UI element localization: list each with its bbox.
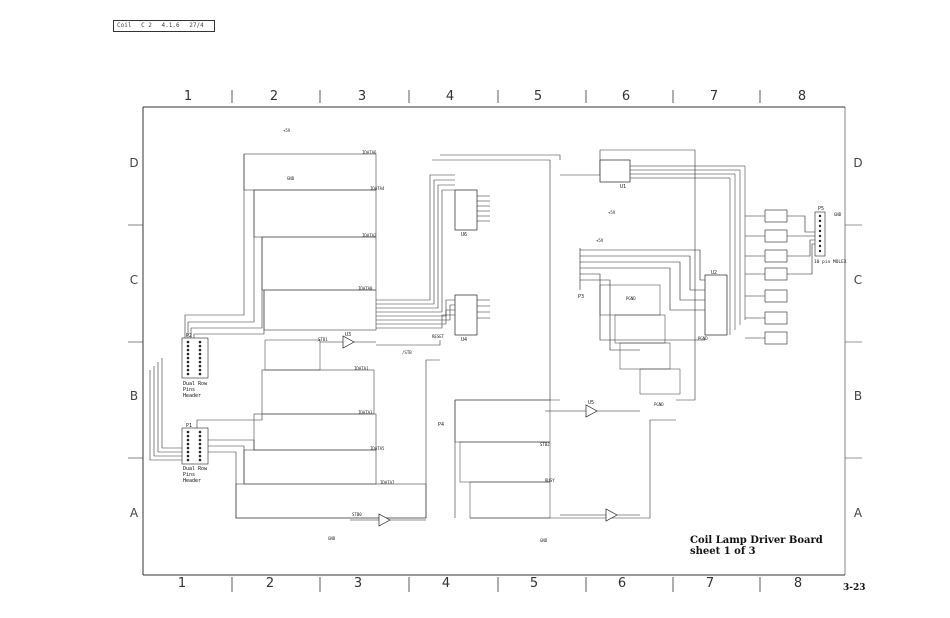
title-block: Coil C 2 4.1.6 27/4 <box>113 20 215 32</box>
ground-label: GND <box>328 536 336 541</box>
net-label: STB0 <box>352 512 362 517</box>
supply-label: +5V <box>283 128 291 133</box>
row-label: C <box>853 273 863 287</box>
desc-line: Pins <box>183 387 196 393</box>
ground-label: PGND <box>626 296 636 301</box>
caption-title: Coil Lamp Driver Board <box>690 535 823 546</box>
net-label: STB1 <box>318 337 328 342</box>
column-label: 5 <box>529 576 539 591</box>
part-ref: U5 <box>588 400 595 406</box>
column-label: 4 <box>441 576 451 591</box>
part-ref: P4 <box>438 422 445 428</box>
row-label: B <box>853 389 863 403</box>
header-p2-description: Dual Row Pins Header <box>183 381 207 399</box>
ic-u2 <box>704 274 728 336</box>
part-ref: U4 <box>461 337 468 343</box>
net-label: IDATA6 <box>362 150 377 155</box>
part-ref: P2 <box>186 333 193 339</box>
latch-ic-u4 <box>454 294 490 336</box>
column-label: 1 <box>177 576 187 591</box>
connector-p5 <box>814 211 826 257</box>
net-label: IDATA0 <box>358 286 373 291</box>
ground-label: PGND <box>698 336 708 341</box>
row-label: A <box>129 506 139 520</box>
column-label: 1 <box>183 89 193 104</box>
column-label: 7 <box>709 89 719 104</box>
part-ref: P1 <box>186 423 193 429</box>
sheet-frame <box>128 90 862 592</box>
column-label: 6 <box>621 89 631 104</box>
desc-line: Dual Row <box>183 381 208 387</box>
net-label: RESET <box>432 334 445 339</box>
column-label: 3 <box>357 89 367 104</box>
drawing-caption: Coil Lamp Driver Board sheet 1 of 3 <box>690 535 823 557</box>
column-label: 7 <box>705 576 715 591</box>
net-label: IDATA3 <box>358 410 373 415</box>
column-label: 5 <box>533 89 543 104</box>
ic-u1 <box>599 159 746 335</box>
header-p1 <box>181 427 209 465</box>
ground-label: PGND <box>654 402 664 407</box>
net-label: /STB <box>402 350 412 355</box>
column-label: 6 <box>617 576 627 591</box>
part-ref: P5 <box>818 206 825 212</box>
buffer-gates <box>320 335 640 527</box>
column-label: 2 <box>265 576 275 591</box>
data-bus-wiring <box>149 149 696 519</box>
net-label: BUSY <box>545 478 555 483</box>
part-ref: U1 <box>620 184 627 190</box>
header-p2 <box>181 337 209 379</box>
net-label: IDATA2 <box>362 233 377 238</box>
ground-label: GND <box>287 176 295 181</box>
desc-line: Header <box>183 478 202 484</box>
output-stage <box>745 209 815 345</box>
row-label: D <box>129 156 139 170</box>
net-label: STB2 <box>540 442 550 447</box>
column-label: 8 <box>797 89 807 104</box>
supply-label: +5V <box>608 210 616 215</box>
supply-label: +5V <box>596 238 604 243</box>
row-label: A <box>853 506 863 520</box>
connector-p3 <box>579 248 705 351</box>
net-label: IDATA7 <box>380 480 395 485</box>
title-block-cell: 4.1.6 <box>161 22 180 29</box>
row-label: D <box>853 156 863 170</box>
part-ref: U3 <box>345 332 352 338</box>
caption-sheet: sheet 1 of 3 <box>690 546 756 557</box>
column-label: 4 <box>445 89 455 104</box>
part-ref: U2 <box>711 270 718 276</box>
title-block-cell: C 2 <box>141 22 152 29</box>
row-label: C <box>129 273 139 287</box>
net-label: IDATA5 <box>370 446 385 451</box>
header-p1-description: Dual Row Pins Header <box>183 466 207 484</box>
title-block-cell: 27/4 <box>189 22 204 29</box>
title-block-cell: Coil <box>117 22 132 29</box>
desc-line: Dual Row <box>183 466 208 472</box>
part-ref: U6 <box>461 232 468 238</box>
column-label: 2 <box>269 89 279 104</box>
desc-line: Header <box>183 393 202 399</box>
driver-channel-boxes <box>235 153 427 519</box>
ground-label: GND <box>540 538 548 543</box>
net-label: IDATA4 <box>370 186 385 191</box>
analog-subcircuits <box>264 284 681 519</box>
net-label: IDATA1 <box>354 366 369 371</box>
latch-ic-u6 <box>454 189 490 231</box>
row-label: B <box>129 389 139 403</box>
column-label: 8 <box>793 576 803 591</box>
desc-line: Pins <box>183 472 196 478</box>
column-label: 3 <box>353 576 363 591</box>
part-ref: P3 <box>578 294 585 300</box>
ground-label: GND <box>834 212 842 217</box>
page-number: 3-23 <box>843 583 866 593</box>
connector-p5-description: 10 pin MOLEX <box>814 260 847 265</box>
